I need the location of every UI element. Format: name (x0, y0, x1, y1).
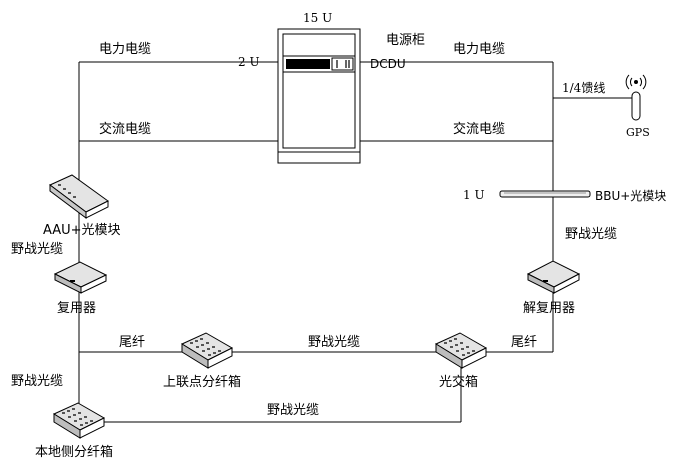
power-cable-left-label: 电力电缆 (99, 41, 151, 57)
dcdu-switch (331, 57, 354, 71)
cabinet-inner (282, 33, 356, 149)
bbu-module (499, 190, 591, 198)
cabinet-height-label: 15 U (303, 11, 332, 25)
feeder-label: 1/4馈线 (562, 81, 605, 95)
mux-label: 复用器 (57, 301, 96, 316)
field-fiber-middle-label: 野战光缆 (308, 334, 360, 350)
ac-cable-right-label: 交流电缆 (453, 121, 505, 137)
upper-splitter-device-icon (180, 332, 234, 369)
gps-signal-wave (630, 77, 642, 87)
pigtail-left-label: 尾纤 (119, 335, 145, 350)
upper-splitter-label: 上联点分纤箱 (163, 374, 241, 390)
bbu-height-label: 1 U (463, 188, 485, 202)
optical-box-device-icon (434, 332, 488, 369)
dcdu-display (286, 59, 330, 69)
labels: 15 U 电源柜 2 U DCDU 电力电缆 电力电缆 交流电缆 交流电缆 1/… (11, 11, 666, 460)
mux-device-icon (53, 261, 108, 294)
field-fiber-left-bottom-label: 野战光缆 (11, 373, 63, 389)
power-cable-right-label: 电力电缆 (453, 41, 505, 57)
field-fiber-bottom-label: 野战光缆 (267, 402, 319, 418)
dcdu-label: DCDU (370, 57, 406, 71)
cabinet-name-label: 电源柜 (386, 33, 425, 48)
power-cabinet (277, 28, 361, 164)
connection-lines (78, 61, 637, 423)
aau-device-icon (49, 174, 109, 219)
local-splitter-label: 本地侧分纤箱 (35, 444, 113, 460)
cabinet-slot-label: 2 U (238, 55, 260, 69)
demux-device-icon (526, 260, 581, 294)
field-fiber-right-label: 野战光缆 (565, 226, 617, 242)
ac-cable-left-label: 交流电缆 (99, 121, 151, 137)
field-fiber-left-top-label: 野战光缆 (11, 241, 63, 257)
gps-antenna-top (634, 80, 638, 84)
demux-label: 解复用器 (523, 301, 575, 316)
aau-label: AAU+光模块 (43, 223, 121, 238)
optical-box-label: 光交箱 (439, 374, 478, 390)
local-splitter-device-icon (52, 402, 106, 439)
bbu-body (499, 190, 591, 198)
pigtail-right-label: 尾纤 (511, 335, 537, 350)
gps-antenna-icon (625, 74, 647, 121)
gps-signal-wave (625, 74, 647, 90)
bbu-label: BBU+光模块 (595, 189, 666, 203)
gps-label: GPS (626, 126, 650, 139)
gps-antenna-body (631, 91, 641, 121)
